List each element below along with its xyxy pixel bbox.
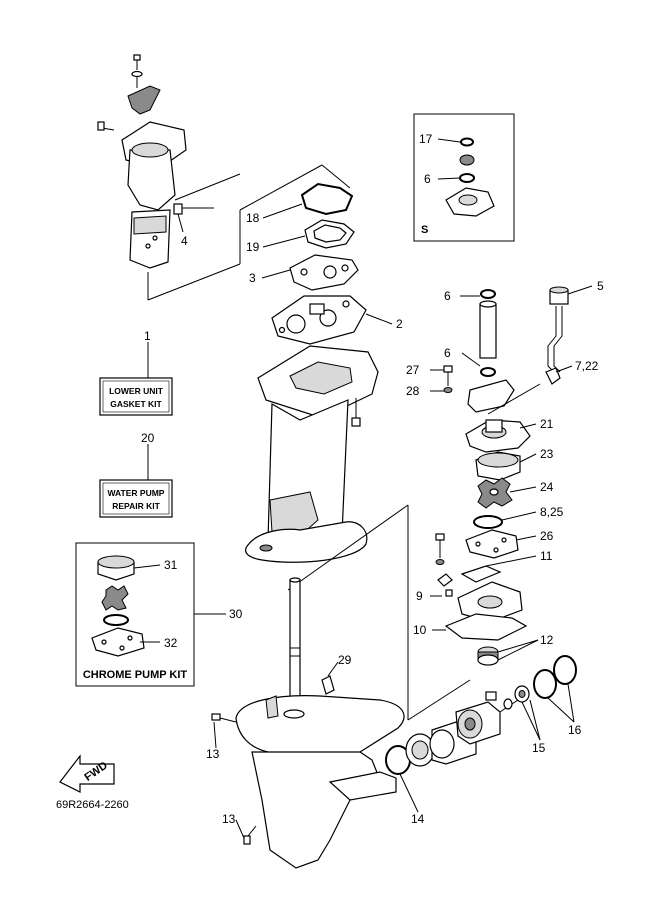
label-14: 14: [411, 812, 425, 826]
drawing-code: 69R2664-2260: [56, 799, 129, 811]
label-19: 19: [246, 240, 260, 254]
label-3: 3: [249, 271, 256, 285]
water-pump-housing: [465, 383, 541, 481]
inset-s-label: S: [421, 224, 428, 236]
label-8-25: 8,25: [540, 505, 564, 519]
label-29: 29: [338, 653, 352, 667]
label-32: 32: [164, 636, 178, 650]
lower-casing: [211, 675, 405, 869]
label-20: 20: [141, 431, 155, 445]
kit-box-lower-unit: [99, 377, 173, 416]
water-tube-assembly: [443, 286, 569, 413]
impeller-24: [477, 477, 513, 509]
label-16: 16: [568, 723, 582, 737]
label-15: 15: [532, 741, 546, 755]
inset-box-chrome-pump: [75, 542, 195, 687]
gasket-18: [300, 182, 354, 216]
label-5: 5: [597, 279, 604, 293]
label-30: 30: [229, 607, 243, 621]
label-2: 2: [396, 317, 403, 331]
propeller-shaft-parts: [385, 655, 577, 775]
label-31: 31: [164, 558, 178, 572]
label-24: 24: [540, 480, 554, 494]
gasket-2: [271, 295, 367, 345]
label-11: 11: [540, 549, 553, 563]
drive-shaft-housing: [245, 345, 379, 563]
label-21: 21: [540, 417, 554, 431]
pump-plate-26: [465, 529, 519, 559]
label-27: 27: [406, 363, 420, 377]
label-26: 26: [540, 529, 554, 543]
fwd-arrow: [59, 754, 115, 793]
water-pump-kit-line2: REPAIR KIT: [112, 501, 160, 511]
label-9: 9: [416, 589, 423, 603]
label-12: 12: [540, 633, 554, 647]
label-7-22: 7,22: [575, 359, 599, 373]
label-17: 17: [419, 132, 433, 146]
o-ring-8: [473, 515, 503, 529]
leader-lines: [133, 138, 593, 839]
label-13-upper: 13: [206, 747, 220, 761]
label-1: 1: [144, 329, 151, 343]
chrome-pump-kit-label: CHROME PUMP KIT: [83, 669, 188, 681]
label-10: 10: [413, 623, 427, 637]
upper-casing-assembly: [97, 54, 214, 269]
label-23: 23: [540, 447, 554, 461]
pump-base-assembly: [435, 533, 528, 666]
assembly-frame-lines: [147, 164, 351, 301]
kit-box-water-pump: [99, 479, 173, 518]
label-6-top: 6: [444, 289, 451, 303]
label-13-lower: 13: [222, 812, 236, 826]
lower-unit-kit-line2: GASKET KIT: [110, 399, 162, 409]
gasket-3: [289, 254, 359, 291]
label-4: 4: [181, 234, 188, 248]
drive-shaft: [289, 577, 301, 717]
water-pump-kit-line1: WATER PUMP: [108, 488, 165, 498]
label-6-mid: 6: [444, 346, 451, 360]
gasket-19: [304, 219, 355, 249]
part-number-labels: 18 4 19 3 2 1 20 31 30 32 17 6 6 5 6 27 …: [141, 132, 604, 826]
label-6-inset: 6: [424, 172, 431, 186]
label-18: 18: [246, 211, 260, 225]
lower-unit-kit-line1: LOWER UNIT: [109, 386, 164, 396]
label-28: 28: [406, 384, 420, 398]
frame-lines-lower: [287, 504, 471, 721]
